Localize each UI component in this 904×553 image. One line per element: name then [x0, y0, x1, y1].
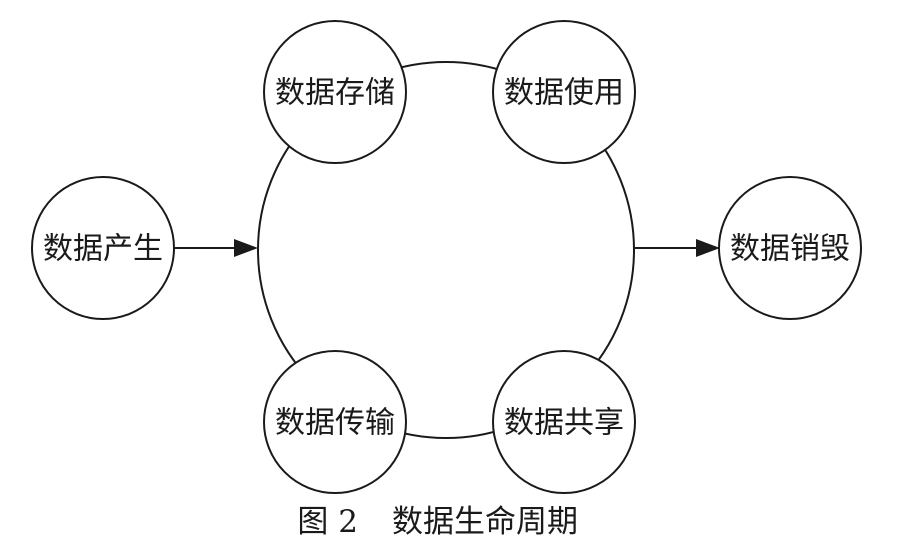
node-data-store: 数据存储	[263, 20, 407, 164]
lifecycle-cycle	[257, 61, 635, 439]
figure-caption: 图 2 数据生命周期	[297, 504, 578, 540]
arrow-cycle-to-destroy	[634, 239, 720, 257]
arrow-generate-to-cycle	[175, 239, 258, 257]
node-data-destroy: 数据销毁	[718, 176, 862, 320]
node-data-transfer-label: 数据传输	[275, 406, 395, 441]
node-data-use: 数据使用	[492, 20, 636, 164]
node-data-generate-label: 数据产生	[43, 232, 163, 267]
node-data-use-label: 数据使用	[504, 76, 624, 111]
figure-title: 数据生命周期	[392, 504, 578, 540]
figure-number: 图 2	[297, 504, 358, 540]
node-data-generate: 数据产生	[31, 176, 175, 320]
node-data-share: 数据共享	[492, 350, 636, 494]
node-data-destroy-label: 数据销毁	[730, 232, 850, 267]
node-data-share-label: 数据共享	[504, 406, 624, 441]
node-data-store-label: 数据存储	[275, 76, 395, 111]
node-data-transfer: 数据传输	[263, 350, 407, 494]
